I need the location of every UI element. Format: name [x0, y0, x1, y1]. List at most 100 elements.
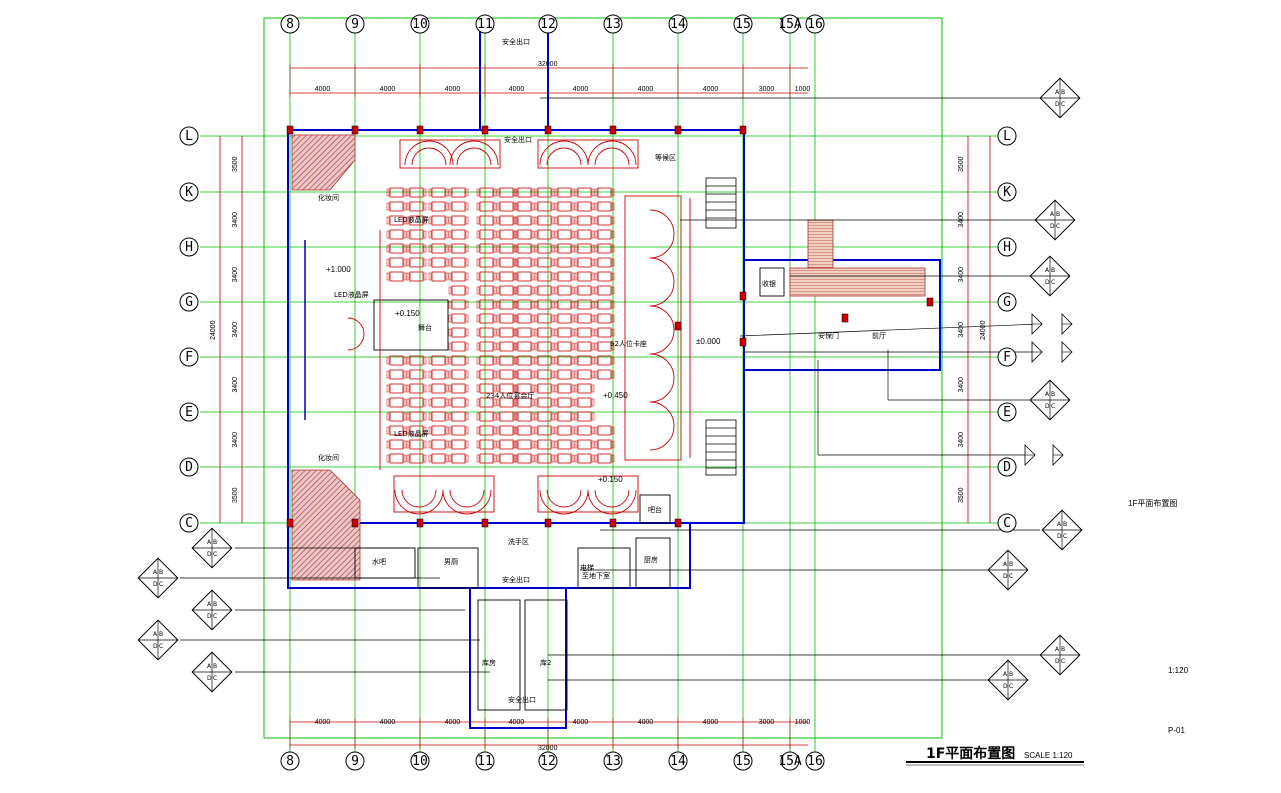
column-marker — [416, 518, 424, 528]
dining-table — [514, 439, 535, 450]
dining-table — [514, 369, 535, 380]
dining-table — [448, 243, 469, 254]
dining-table — [514, 215, 535, 226]
dining-table — [534, 257, 555, 268]
dining-table — [534, 187, 555, 198]
label-dressing-upper: 化妆间 — [318, 193, 339, 202]
dining-table — [554, 397, 575, 408]
index-symbol — [191, 527, 233, 569]
axis-bubble: 9 — [345, 14, 365, 34]
dining-table — [594, 299, 615, 310]
dining-table — [406, 397, 427, 408]
dim-label: 4000 — [315, 86, 331, 93]
dining-table — [448, 313, 469, 324]
dining-table — [574, 411, 595, 422]
axis-label: L — [185, 129, 193, 144]
label-dressing-lower: 化妆间 — [318, 453, 339, 462]
dining-table — [476, 285, 497, 296]
axis-label: 15 — [735, 17, 751, 32]
label-led-upper: LED液晶屏 — [394, 215, 429, 224]
label-bar-counter: 水吧 — [372, 557, 386, 566]
dining-table — [406, 355, 427, 366]
dining-table — [448, 187, 469, 198]
label-cashier: 收银 — [762, 279, 776, 288]
dining-table — [554, 243, 575, 254]
index-symbol — [1041, 509, 1083, 551]
label-security: 安保门 — [818, 331, 839, 340]
dim-label: 4000 — [445, 719, 461, 726]
dining-table — [514, 313, 535, 324]
column-marker — [674, 125, 682, 135]
axis-label: 13 — [605, 17, 621, 32]
dining-table — [476, 257, 497, 268]
dining-table — [514, 341, 535, 352]
axis-bubble: 10 — [410, 751, 430, 771]
hatched-areas — [291, 134, 926, 581]
dining-table — [514, 299, 535, 310]
dining-table — [514, 201, 535, 212]
dim-label: 3000 — [759, 86, 775, 93]
dining-table — [448, 285, 469, 296]
label-led-mid: LED液晶屏 — [334, 290, 369, 299]
dining-table — [386, 425, 407, 436]
axis-bubble: 15A — [778, 14, 802, 34]
dining-table — [594, 257, 615, 268]
axis-bubble: H — [997, 237, 1017, 257]
dining-table — [496, 341, 517, 352]
dim-label: 4000 — [638, 86, 654, 93]
column-marker — [841, 313, 849, 323]
dining-table — [574, 187, 595, 198]
label-lower-note: 至地下室 — [582, 571, 610, 580]
dining-table — [406, 453, 427, 464]
dining-table — [496, 453, 517, 464]
axis-bubble: E — [179, 402, 199, 422]
axis-label: 12 — [540, 17, 556, 32]
dining-table — [534, 425, 555, 436]
axis-label: D — [1003, 460, 1011, 475]
label-side-level: ±0.000 — [696, 337, 721, 346]
axis-bubble: 15 — [733, 751, 753, 771]
dining-table — [514, 453, 535, 464]
dining-table — [594, 369, 615, 380]
leader-lines — [180, 97, 1041, 681]
column-marker — [609, 518, 617, 528]
dining-table — [594, 341, 615, 352]
axis-bubble: G — [179, 292, 199, 312]
dining-table — [514, 397, 535, 408]
overall-depth-left: 24000 — [210, 320, 217, 340]
axis-bubble: C — [997, 513, 1017, 533]
axis-bubble: 16 — [805, 14, 825, 34]
dim-label: 1000 — [795, 86, 811, 93]
dining-table — [386, 187, 407, 198]
dim-label: 4000 — [703, 719, 719, 726]
dining-table — [448, 215, 469, 226]
dining-table — [428, 369, 449, 380]
dining-table — [594, 201, 615, 212]
dining-table — [448, 383, 469, 394]
dining-table — [406, 439, 427, 450]
structural-columns — [286, 125, 934, 528]
axis-label: 14 — [670, 17, 686, 32]
label-banquet-level: +0.450 — [603, 391, 628, 400]
dining-table — [448, 355, 469, 366]
dining-table — [514, 187, 535, 198]
dining-table — [574, 453, 595, 464]
axis-bubble: D — [179, 457, 199, 477]
dining-table — [554, 229, 575, 240]
dining-table — [448, 341, 469, 352]
column-marker — [609, 125, 617, 135]
dining-table — [406, 425, 427, 436]
dining-table — [574, 215, 595, 226]
dining-table — [594, 271, 615, 282]
dining-table — [476, 201, 497, 212]
label-exit-lower: 安全出口 — [502, 575, 530, 584]
axis-bubble: 8 — [280, 14, 300, 34]
stairs — [705, 177, 737, 476]
column-marker — [739, 125, 747, 135]
axis-bubble: K — [179, 182, 199, 202]
label-storage-b: 库2 — [540, 658, 551, 667]
